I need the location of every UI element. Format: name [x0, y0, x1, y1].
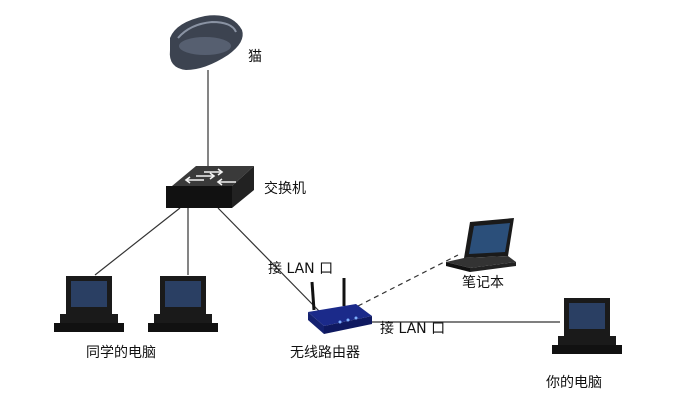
- switch-icon: [166, 166, 254, 208]
- link-router-laptop-wireless: [357, 254, 459, 307]
- switch-label: 交换机: [264, 181, 306, 197]
- connections: [94, 70, 560, 323]
- laptop-icon: [446, 218, 516, 272]
- link-switch-router: [217, 207, 321, 313]
- your-pc-icon: [552, 298, 622, 354]
- classmate-pc-label: 同学的电脑: [86, 345, 156, 361]
- lan-port-label-2: 接 LAN 口: [380, 321, 446, 337]
- link-switch-classmate-pc-1: [94, 207, 181, 276]
- classmate-pc-icon-2: [148, 276, 218, 332]
- router-label: 无线路由器: [290, 345, 360, 361]
- classmate-pc-icon-1: [54, 276, 124, 332]
- lan-port-label-1: 接 LAN 口: [268, 261, 334, 277]
- modem-icon: [169, 15, 243, 70]
- laptop-label: 笔记本: [462, 275, 504, 291]
- modem-label: 猫: [248, 49, 262, 65]
- your-pc-label: 你的电脑: [546, 375, 602, 391]
- wireless-router-icon: [308, 278, 372, 334]
